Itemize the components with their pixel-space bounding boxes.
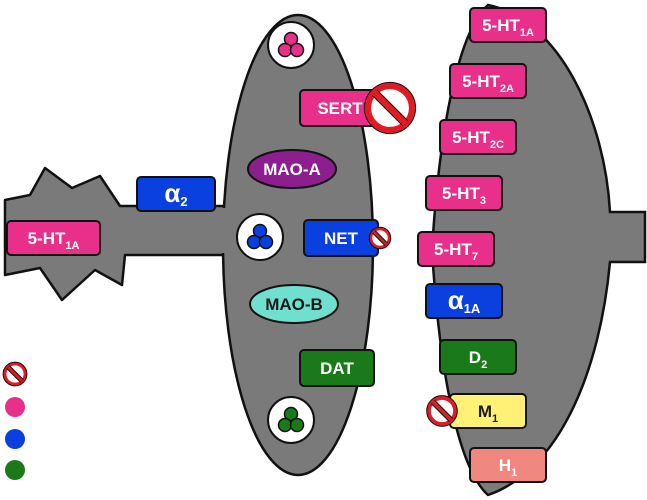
legend-serotonin-dot (5, 397, 25, 417)
net-block-icon (368, 226, 392, 250)
mao-a-label: MAO-A (263, 160, 321, 179)
alpha1a-label: α1A (448, 285, 481, 316)
dat-label: DAT (320, 359, 354, 378)
d2-label: D2 (469, 348, 487, 371)
net-box: NET (303, 219, 379, 257)
alpha1a-box: α1A (425, 283, 503, 319)
alpha2-box: α2 (136, 176, 216, 212)
m1-box: M1 (449, 393, 527, 429)
5ht7-box: 5-HT7 (417, 231, 495, 267)
norepinephrine-vesicle (236, 213, 284, 261)
sert-label: SERT (317, 99, 363, 118)
legend-block-icon (2, 361, 28, 387)
5ht7-label: 5-HT7 (434, 240, 478, 263)
m1-block-icon (426, 395, 458, 427)
5ht2c-label: 5-HT2C (452, 128, 504, 151)
mao-a-box: MAO-A (247, 149, 337, 189)
d2-box: D2 (439, 339, 517, 375)
h1-label: H1 (499, 456, 517, 479)
5ht1a-label: 5-HT1A (482, 16, 534, 39)
mao-b-label: MAO-B (265, 295, 323, 314)
mao-b-box: MAO-B (249, 284, 339, 324)
legend-dopamine-dot (5, 460, 25, 480)
net-label: NET (324, 229, 359, 248)
m1-label: M1 (478, 402, 498, 425)
5ht2c-box: 5-HT2C (439, 119, 517, 155)
5ht2a-box: 5-HT2A (449, 63, 527, 99)
5ht1a-box: 5-HT1A (469, 7, 547, 43)
5ht3-label: 5-HT3 (442, 184, 486, 207)
h1-box: H1 (469, 447, 547, 483)
dat-box: DAT (299, 349, 375, 387)
legend-norepinephrine-dot (5, 429, 25, 449)
sert-box: SERT (299, 89, 381, 127)
alpha2-label: α2 (164, 178, 187, 209)
5ht3-box: 5-HT3 (425, 175, 503, 211)
5ht1a-autoreceptor-label: 5-HT1A (28, 229, 80, 252)
sert-block-icon (363, 81, 417, 135)
5ht1a-autoreceptor-box: 5-HT1A (6, 220, 101, 256)
dopamine-vesicle (267, 396, 315, 444)
5ht2a-label: 5-HT2A (462, 72, 514, 95)
serotonin-vesicle (267, 21, 315, 69)
